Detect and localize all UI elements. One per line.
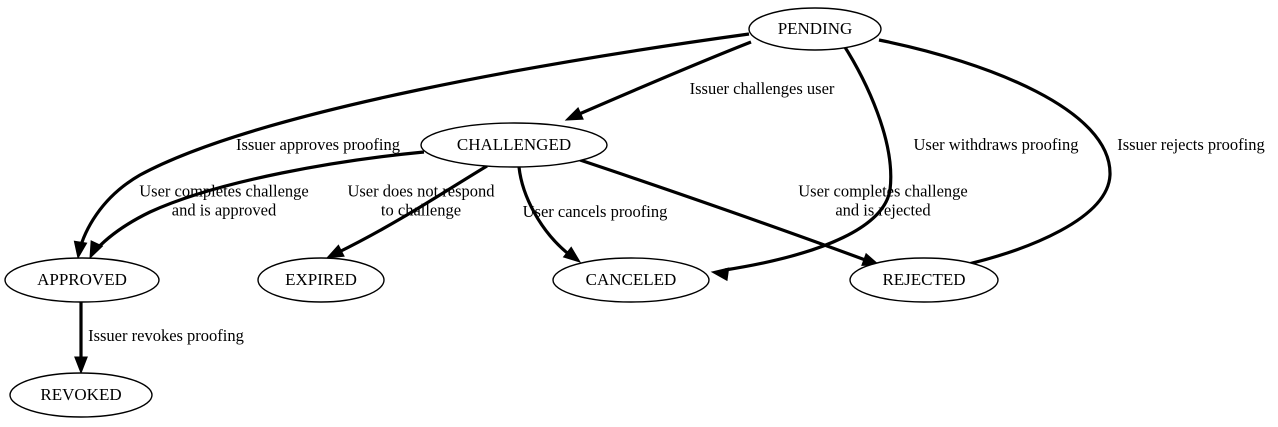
state-node-challenged[interactable]: CHALLENGED	[420, 122, 608, 168]
edge-label-line-approved-revoked-0: Issuer revokes proofing	[88, 326, 244, 345]
edge-challenged-canceled	[517, 166, 582, 263]
edge-arrowhead-challenged-expired	[325, 244, 345, 259]
state-node-label-revoked: REVOKED	[40, 385, 121, 404]
state-node-approved[interactable]: APPROVED	[4, 257, 160, 303]
state-node-label-rejected: REJECTED	[882, 270, 965, 289]
edge-label-line-pending-rejected-0: Issuer rejects proofing	[1117, 135, 1265, 154]
state-node-shape-revoked	[9, 372, 153, 418]
edge-label-pending-canceled: User withdraws proofing	[914, 135, 1079, 154]
edge-arrowhead-challenged-approved	[89, 240, 104, 260]
edge-arrowhead-pending-canceled	[710, 267, 730, 282]
edge-label-challenged-canceled: User cancels proofing	[523, 202, 668, 221]
edge-label-line-pending-challenged-0: Issuer challenges user	[690, 79, 835, 98]
state-node-label-canceled: CANCELED	[586, 270, 677, 289]
edge-label-approved-revoked: Issuer revokes proofing	[88, 326, 244, 345]
edge-challenged-approved	[89, 150, 425, 260]
nodes-layer: PENDING CHALLENGED APPROVED EXPIRED CANCELED…	[4, 7, 999, 418]
edge-label-line-challenged-canceled-0: User cancels proofing	[523, 202, 668, 221]
edge-arrowhead-challenged-canceled	[562, 246, 582, 263]
edge-label-line-challenged-rejected-1: and is rejected	[835, 201, 931, 220]
edge-label-line-pending-canceled-0: User withdraws proofing	[914, 135, 1079, 154]
state-node-shape-canceled	[552, 257, 710, 303]
edge-label-line-challenged-rejected-0: User completes challenge	[798, 182, 968, 201]
edge-line-pending-approved	[77, 32, 750, 253]
edge-arrowhead-approved-revoked	[74, 356, 88, 375]
edge-line-challenged-approved	[91, 150, 425, 255]
edge-line-challenged-rejected	[579, 158, 869, 263]
edge-pending-canceled	[710, 43, 893, 282]
edge-line-pending-canceled	[724, 43, 893, 272]
edge-label-pending-rejected: Issuer rejects proofing	[1117, 135, 1265, 154]
state-node-pending[interactable]: PENDING	[748, 7, 882, 51]
state-node-label-approved: APPROVED	[37, 270, 127, 289]
edge-pending-rejected	[878, 38, 1112, 280]
state-node-revoked[interactable]: REVOKED	[9, 372, 153, 418]
edge-challenged-expired	[325, 164, 488, 259]
edge-label-line-challenged-expired-0: User does not respond	[347, 182, 495, 201]
edge-pending-challenged	[564, 40, 752, 121]
edge-arrowhead-pending-approved	[73, 240, 88, 260]
edge-arrowhead-pending-challenged	[564, 106, 584, 121]
edge-label-pending-approved: Issuer approves proofing	[236, 135, 400, 154]
state-node-rejected[interactable]: REJECTED	[849, 257, 999, 303]
state-node-canceled[interactable]: CANCELED	[552, 257, 710, 303]
state-node-label-challenged: CHALLENGED	[457, 135, 571, 154]
edge-label-line-challenged-expired-1: to challenge	[381, 201, 461, 220]
state-node-label-expired: EXPIRED	[285, 270, 357, 289]
edge-label-line-challenged-approved-1: and is approved	[172, 201, 277, 220]
state-node-shape-approved	[4, 257, 160, 303]
state-node-shape-challenged	[420, 122, 608, 168]
state-node-shape-expired	[257, 257, 385, 303]
edge-line-challenged-canceled	[517, 166, 572, 258]
edge-line-challenged-expired	[336, 164, 488, 255]
edge-label-pending-challenged: Issuer challenges user	[690, 79, 835, 98]
edge-line-pending-rejected	[878, 38, 1112, 268]
edge-line-pending-challenged	[569, 40, 752, 120]
edge-label-line-challenged-approved-0: User completes challenge	[139, 182, 309, 201]
state-node-expired[interactable]: EXPIRED	[257, 257, 385, 303]
edge-pending-approved	[73, 32, 750, 260]
state-node-shape-pending	[748, 7, 882, 51]
state-node-label-pending: PENDING	[778, 19, 853, 38]
state-node-shape-rejected	[849, 257, 999, 303]
edge-approved-revoked	[74, 302, 88, 375]
edge-label-line-pending-approved-0: Issuer approves proofing	[236, 135, 400, 154]
